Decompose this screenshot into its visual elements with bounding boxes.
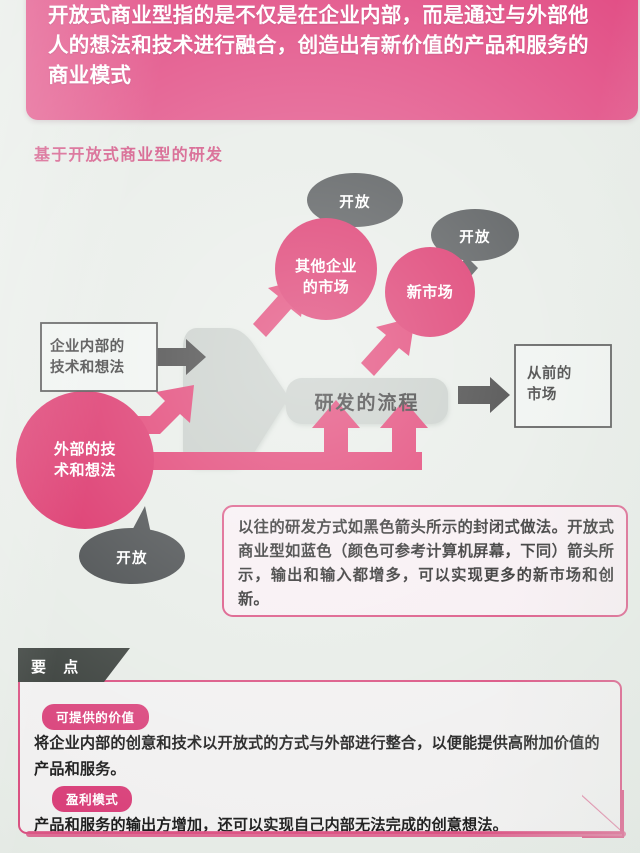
- open-flow-arrow-up-right: [380, 400, 428, 470]
- keypoints-section: 可提供的价值 将企业内部的创意和技术以开放式的方式与外部进行整合，以便能提供高附…: [18, 648, 626, 838]
- box-internal-input: [40, 322, 158, 392]
- keypoints-bottom-accent: [26, 831, 626, 837]
- closed-flow-arrow-out: [458, 377, 510, 413]
- page-fold-corner: [582, 790, 624, 838]
- box-former-market: [514, 344, 612, 428]
- explanation-card: 以往的研发方式如黑色箭头所示的封闭式做法。开放式商业型如蓝色（颜色可参考计算机屏…: [222, 505, 628, 617]
- keypoints-body: 可提供的价值 将企业内部的创意和技术以开放式的方式与外部进行整合，以便能提供高附…: [18, 680, 624, 838]
- diagram-container: 其他企业 的市场 新市场 外部的技 术和想法 开放 开放 开放 企业内部的 技术…: [0, 160, 640, 620]
- open-flow-arrow-to-new-market: [361, 317, 415, 376]
- keypoint-text-value: 将企业内部的创意和技术以开放式的方式与外部进行整合，以便能提供高附加价值的产品和…: [34, 734, 600, 778]
- header-title: 开放式商业型指的是不仅是在企业内部，而是通过与外部他人的想法和技术进行融合，创造…: [48, 3, 589, 87]
- circle-external-input: [16, 391, 154, 529]
- circle-new-market: [385, 247, 475, 337]
- section-subtitle: 基于开放式商业型的研发: [34, 145, 224, 164]
- keypoints-tab-label: 要 点: [31, 658, 85, 676]
- open-flow-arrow-up-left: [312, 400, 360, 470]
- keypoint-badge-value: 可提供的价值: [42, 704, 149, 730]
- header-banner: 开放式商业型指的是不仅是在企业内部，而是通过与外部他人的想法和技术进行融合，创造…: [26, 0, 638, 120]
- explanation-text: 以往的研发方式如黑色箭头所示的封闭式做法。开放式商业型如蓝色（颜色可参考计算机屏…: [238, 518, 614, 608]
- diagram-svg: [16, 173, 612, 584]
- keypoint-badge-profit: 盈利模式: [52, 786, 133, 812]
- circle-other-company-market: [275, 218, 377, 320]
- open-bubble-3: [79, 506, 185, 584]
- keypoint-text-profit: 产品和服务的输出方增加，还可以实现自己内部无法完成的创意想法。: [34, 816, 508, 834]
- closed-flow-arrow-in: [154, 339, 206, 375]
